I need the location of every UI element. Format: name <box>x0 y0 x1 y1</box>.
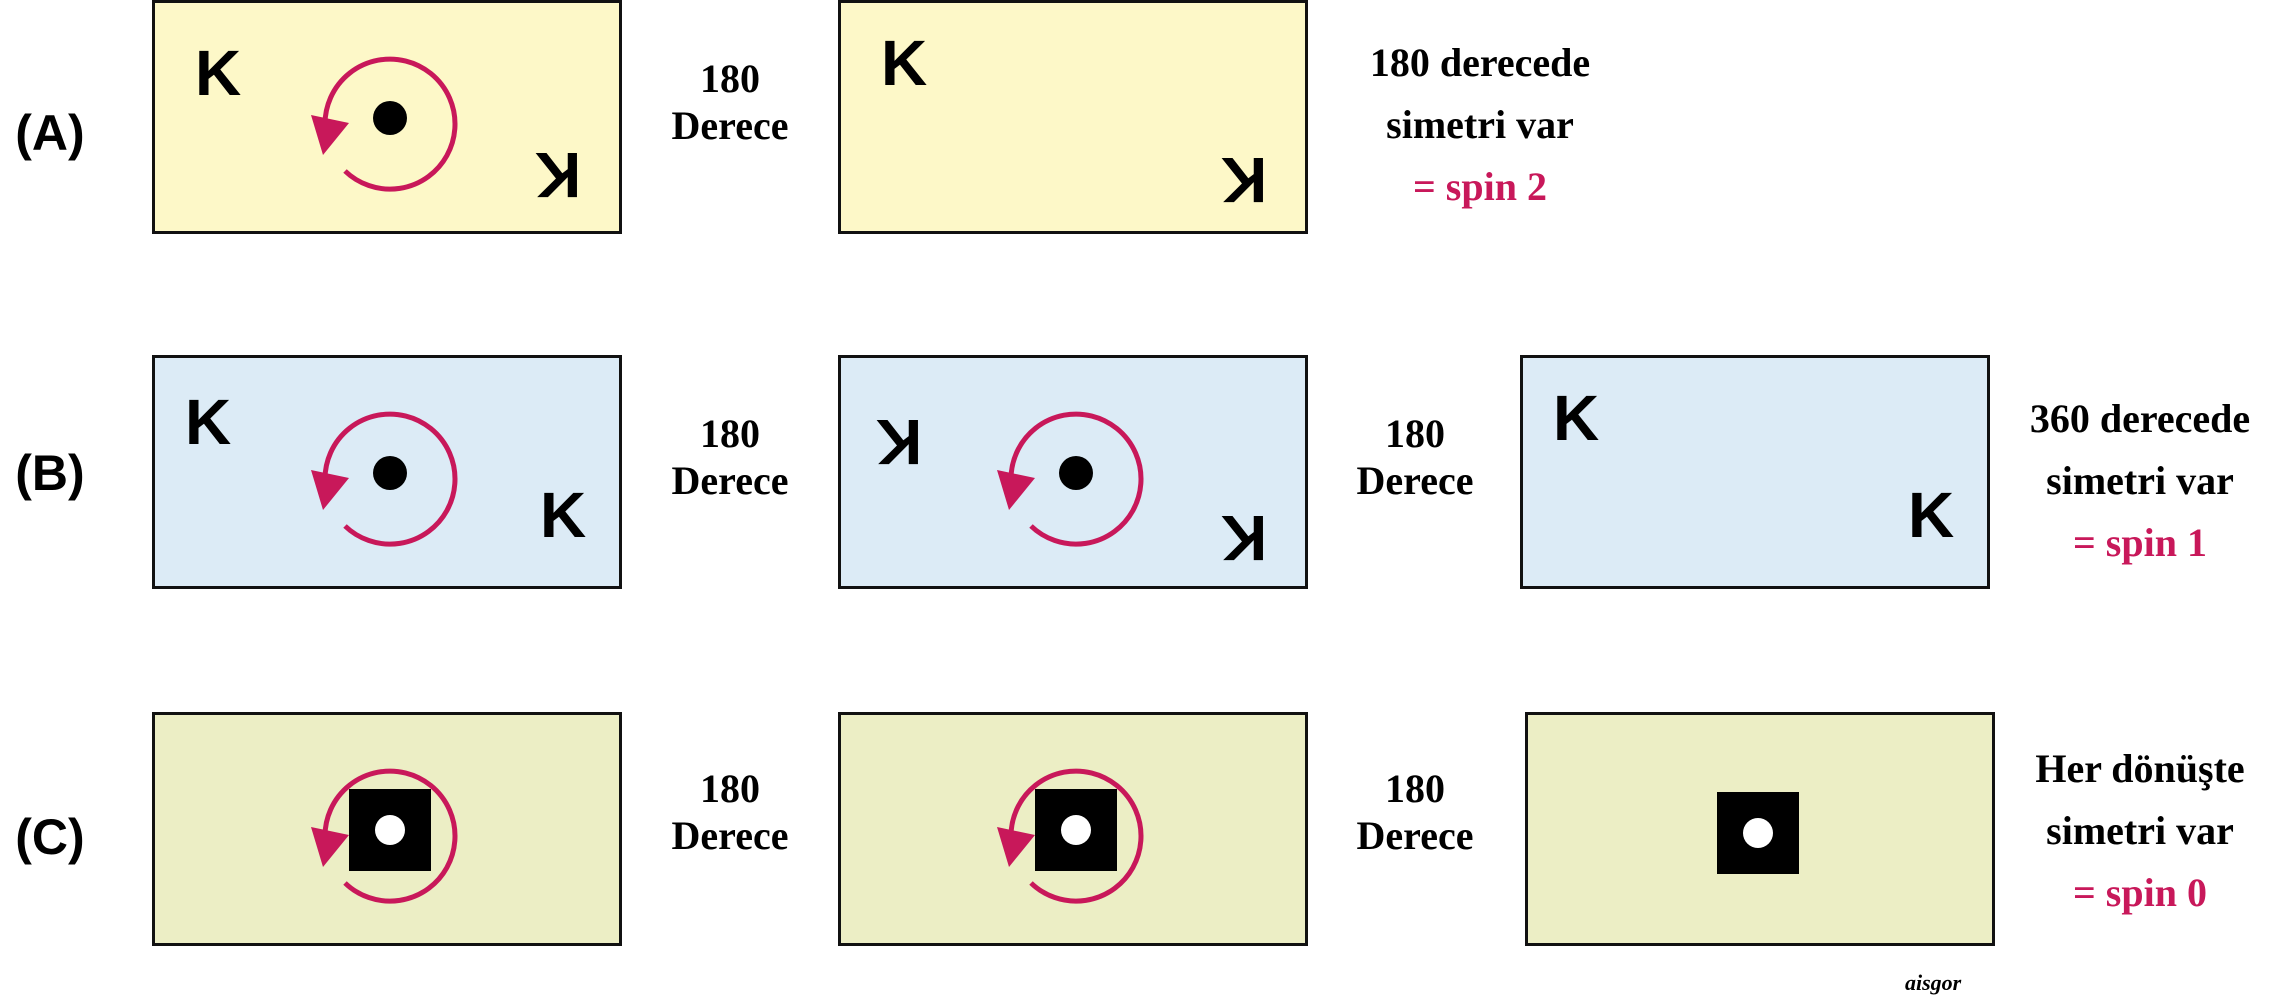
letter-k-rotated-bottom: K <box>1221 502 1268 574</box>
step-unit: Derece <box>671 103 789 149</box>
result-b: 360 derecede simetri var = spin 1 <box>1990 388 2288 574</box>
step-unit: Derece <box>1356 813 1474 859</box>
card-a-2: K K <box>838 0 1308 234</box>
step-unit: Derece <box>671 458 789 504</box>
circular-arrow-icon <box>997 768 1144 904</box>
step-label-b-2: 180 Derece <box>1340 410 1490 504</box>
rotation-arrow-with-dot <box>997 411 1144 547</box>
result-a: 180 derecede simetri var = spin 2 <box>1330 32 1630 218</box>
circular-arrow-icon <box>311 411 458 547</box>
letter-k-upright: K <box>1553 382 1600 454</box>
letter-k-rotated: K <box>535 139 582 211</box>
rotation-arrow-with-square <box>311 768 458 904</box>
step-angle: 180 <box>1385 766 1445 811</box>
result-line-1: 180 derecede <box>1369 40 1591 85</box>
spin-value: = spin 0 <box>2073 870 2207 915</box>
step-label-a-1: 180 Derece <box>655 55 805 149</box>
letter-k-rotated: K <box>876 406 923 478</box>
circular-arrow-icon <box>311 56 458 192</box>
card-b-2: K K <box>838 355 1308 589</box>
rotation-arrow-with-dot <box>311 56 458 192</box>
card-c-1 <box>152 712 622 946</box>
letter-k-upright: K <box>185 386 232 458</box>
letter-k-upright-bottom: K <box>1908 479 1955 551</box>
row-label-c: (C) <box>15 809 85 865</box>
row-label-a: (A) <box>15 105 85 161</box>
letter-k-upright: K <box>881 27 928 99</box>
rotation-arrow-with-square <box>997 768 1144 904</box>
card-b-1: K K <box>152 355 622 589</box>
letter-k-upright: K <box>195 37 242 109</box>
circular-arrow-icon <box>311 768 458 904</box>
rotation-arrow-with-dot <box>311 411 458 547</box>
black-dot-icon <box>373 101 407 135</box>
letter-k-upright-bottom: K <box>540 479 587 551</box>
step-label-b-1: 180 Derece <box>655 410 805 504</box>
black-dot-icon <box>1059 456 1093 490</box>
result-line-2: simetri var <box>1386 102 1574 147</box>
card-a-1: K K <box>152 0 622 234</box>
result-line-1: 360 derecede <box>2029 396 2251 441</box>
result-line-2: simetri var <box>2046 458 2234 503</box>
letter-k-rotated: K <box>1221 144 1268 216</box>
step-angle: 180 <box>700 411 760 456</box>
spin-value: = spin 1 <box>2073 520 2207 565</box>
step-unit: Derece <box>671 813 789 859</box>
spin-value: = spin 2 <box>1413 164 1547 209</box>
circular-arrow-icon <box>997 411 1144 547</box>
card-b-3: K K <box>1520 355 1990 589</box>
step-angle: 180 <box>700 766 760 811</box>
step-angle: 180 <box>1385 411 1445 456</box>
step-label-c-1: 180 Derece <box>655 765 805 859</box>
step-label-c-2: 180 Derece <box>1340 765 1490 859</box>
step-unit: Derece <box>1356 458 1474 504</box>
row-label-b: (B) <box>15 445 85 501</box>
result-line-2: simetri var <box>2046 808 2234 853</box>
black-dot-icon <box>373 456 407 490</box>
result-c: Her dönüşte simetri var = spin 0 <box>1990 738 2288 924</box>
card-c-2 <box>838 712 1308 946</box>
step-angle: 180 <box>700 56 760 101</box>
result-line-1: Her dönüşte <box>2035 746 2245 791</box>
square-with-white-dot-icon <box>1717 792 1799 874</box>
author-signature: aisgor <box>1905 970 1962 995</box>
card-c-3 <box>1525 712 1995 946</box>
